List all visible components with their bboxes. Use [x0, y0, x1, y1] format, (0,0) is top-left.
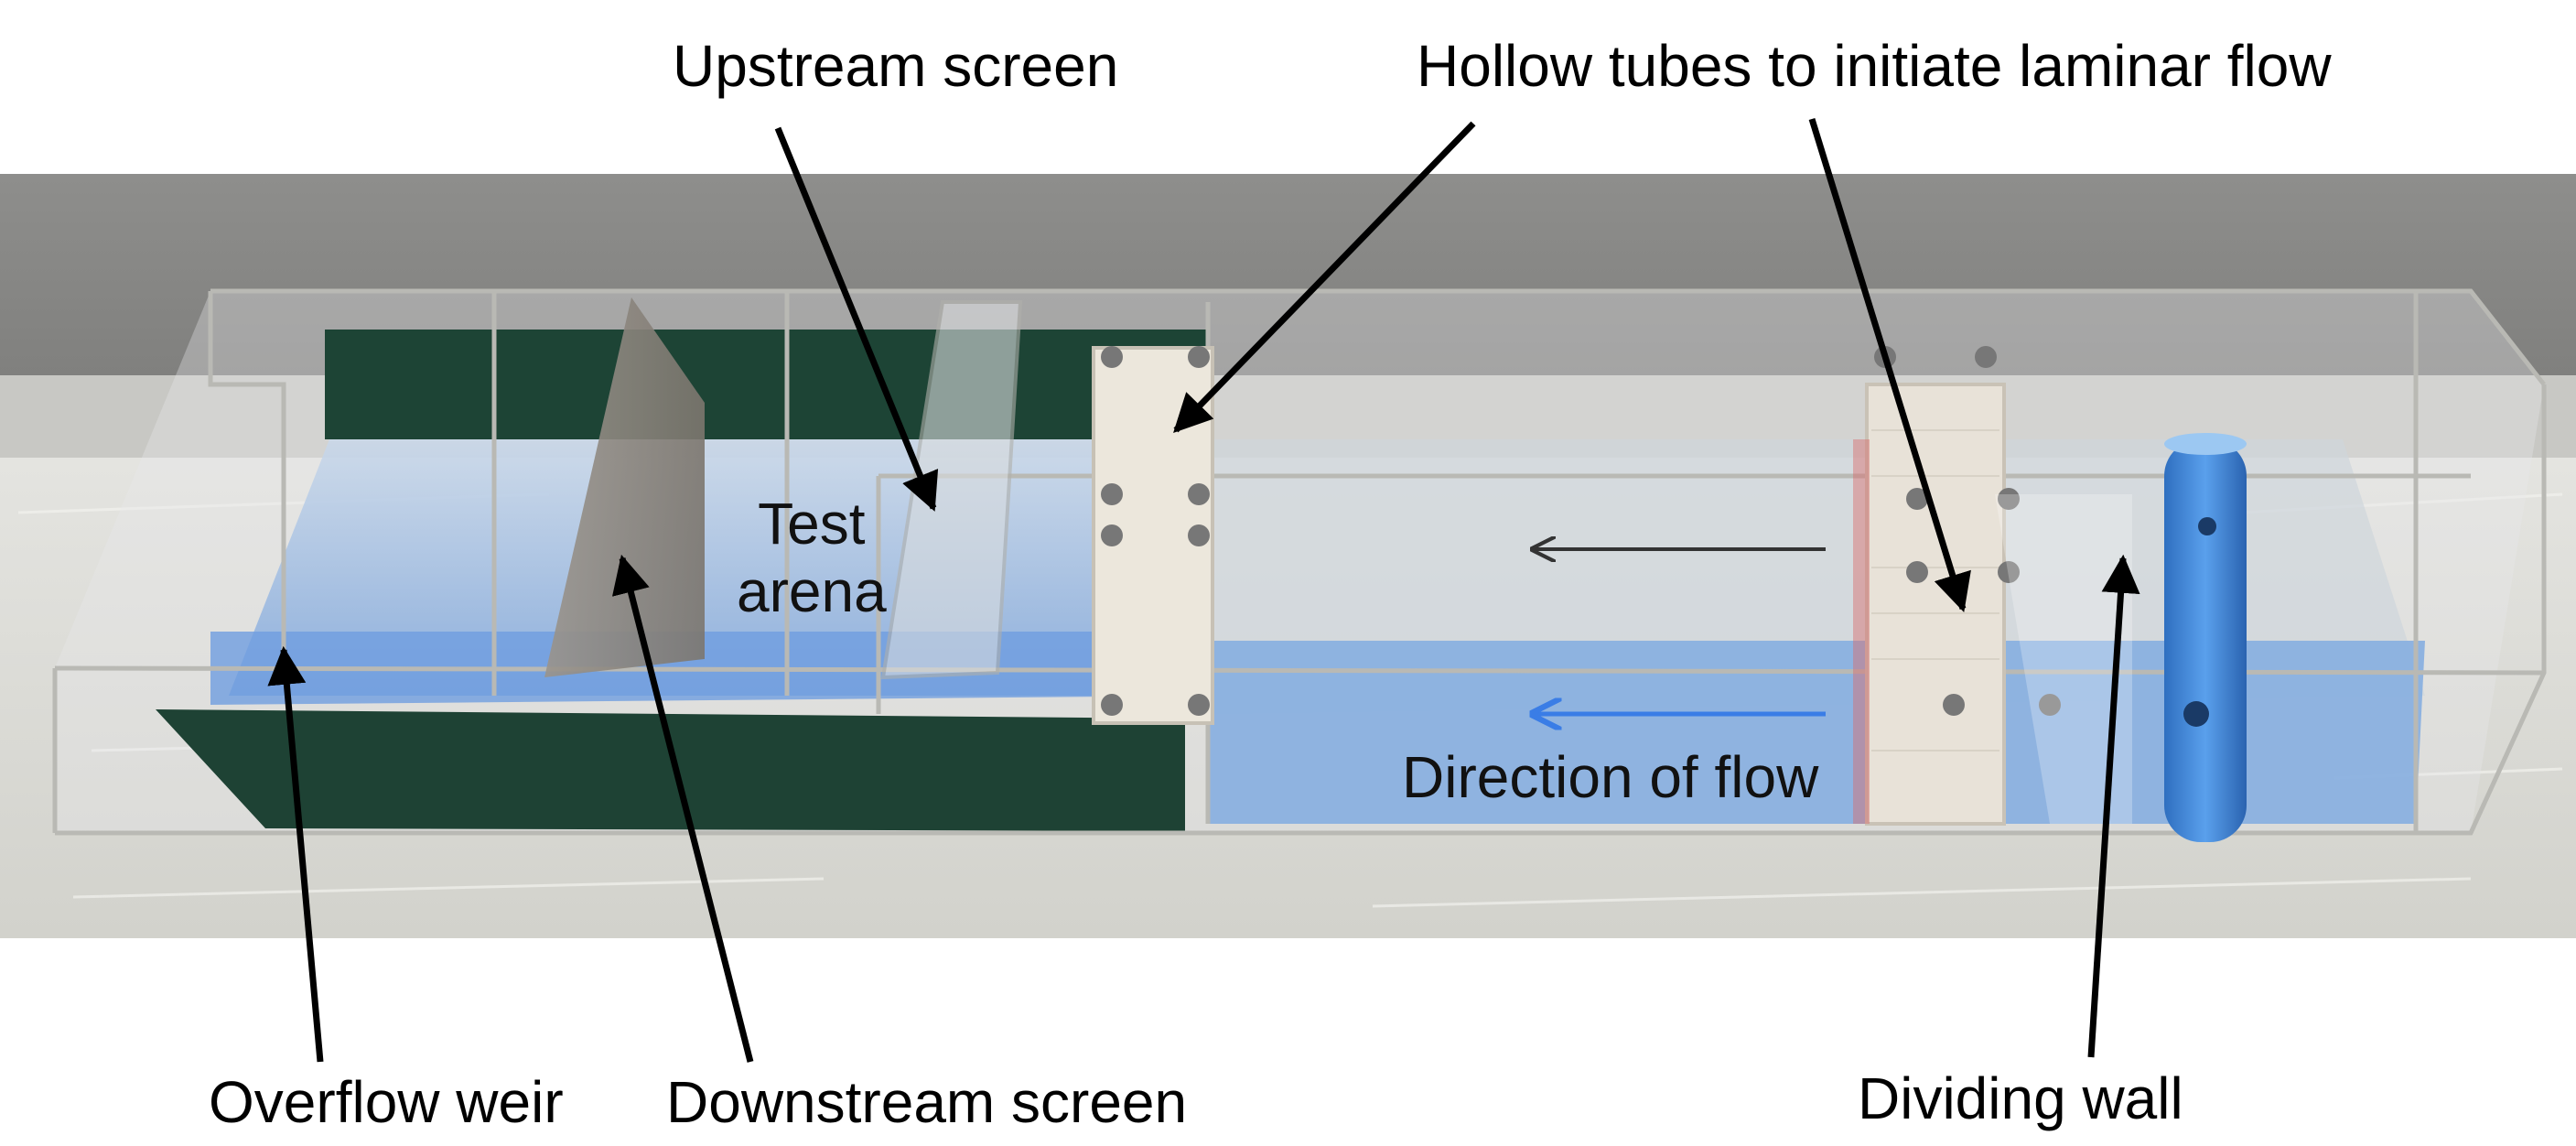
tube-block-left [1092, 346, 1214, 725]
arrow-downstream-screen [611, 554, 754, 1063]
label-test-arena-line2: arena [737, 558, 887, 624]
blue-tube [2164, 433, 2247, 842]
arrow-hollow-tubes-right [1808, 117, 1971, 613]
label-hollow-tubes: Hollow tubes to initiate laminar flow [1417, 33, 2332, 99]
label-direction-of-flow: Direction of flow [1402, 744, 1819, 810]
label-downstream-screen: Downstream screen [666, 1069, 1188, 1135]
label-dividing-wall: Dividing wall [1858, 1065, 2183, 1131]
arrow-upstream-screen [774, 126, 939, 512]
water-main [1208, 641, 2425, 824]
label-test-arena: Test arena [737, 490, 887, 625]
label-upstream-screen: Upstream screen [673, 33, 1119, 99]
green-panel-back [325, 330, 1208, 439]
annotation-arrows [267, 117, 2140, 1063]
arrow-hollow-tubes-left [1173, 121, 1476, 434]
dividing-wall [1995, 494, 2132, 824]
downstream-screen [544, 297, 705, 677]
arrow-dividing-wall [2087, 554, 2140, 1058]
arrow-overflow-weir [267, 645, 324, 1063]
green-panel-front [156, 709, 1185, 831]
label-overflow-weir: Overflow weir [209, 1069, 564, 1135]
upstream-screen [880, 300, 1023, 680]
label-test-arena-line1: Test [758, 491, 866, 557]
